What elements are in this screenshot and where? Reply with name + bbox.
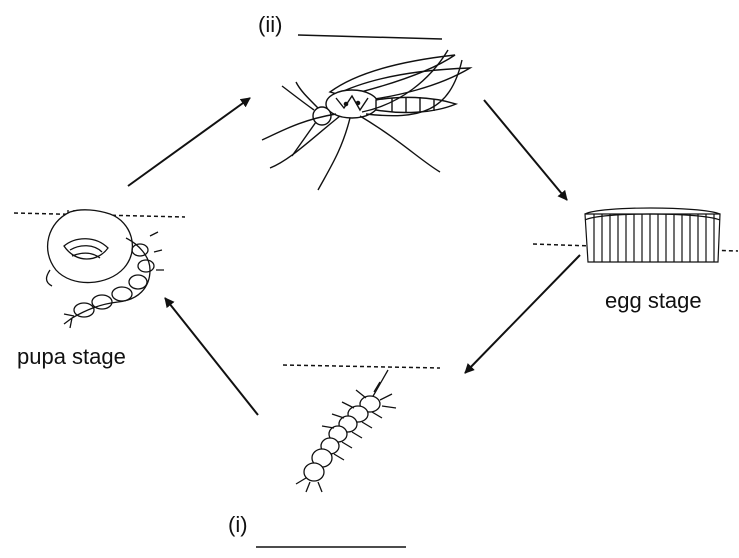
adult-stage-blank-label: (ii) — [258, 14, 282, 36]
egg-stage-label: egg stage — [605, 290, 702, 312]
larva-stage-blank-label: (i) — [228, 514, 248, 536]
larva-illustration — [296, 370, 396, 492]
arrow-adult-to-egg — [484, 100, 567, 200]
blank-line-ii — [298, 35, 442, 39]
arrow-pupa-to-adult — [128, 98, 250, 186]
adult-mosquito-illustration — [262, 50, 470, 190]
pupa-stage-label: pupa stage — [17, 346, 126, 368]
arrow-larva-to-pupa — [165, 298, 258, 415]
pupa-illustration — [47, 210, 165, 328]
arrow-egg-to-larva — [465, 255, 580, 373]
water-surface-larva — [283, 365, 440, 368]
egg-raft-illustration — [585, 208, 720, 262]
